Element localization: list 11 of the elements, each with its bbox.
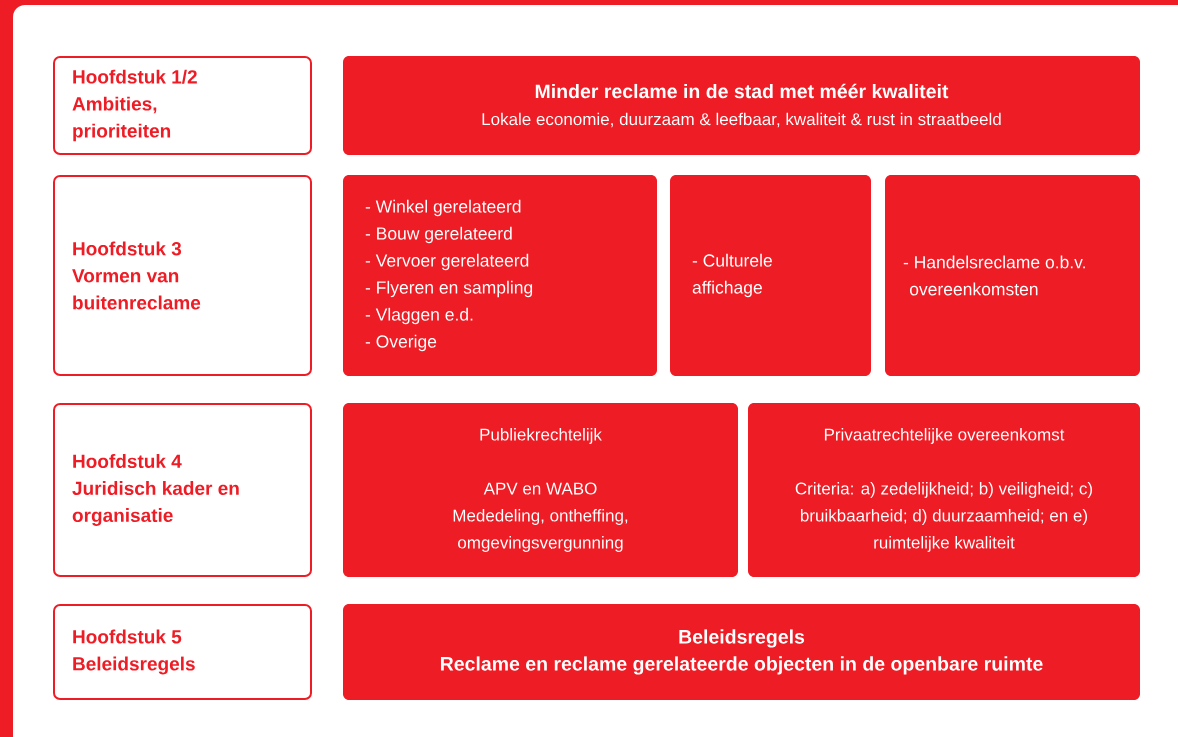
chapter-box: Hoofdstuk 5 Beleidsregels <box>53 604 312 700</box>
chapter-box: Hoofdstuk 1/2 Ambities, prioriteiten <box>53 56 312 155</box>
chapter-box: Hoofdstuk 3 Vormen van buitenreclame <box>53 175 312 376</box>
content-box: Publiekrechtelijk APV en WABO Mededeling, ontheffing, omgevingsvergunning <box>343 403 738 577</box>
chapter-box: Hoofdstuk 4 Juridisch kader en organisatie <box>53 403 312 577</box>
content-box: Privaatrechtelijke overeenkomst Criteria: a) zedelijkheid; b) veiligheid; c) bruikbaarheid; d) duurzaamheid; en e) ruimtelijke kwaliteit <box>748 403 1140 577</box>
content-box: Beleidsregels Reclame en reclame gerelateerde objecten in de openbare ruimte <box>343 604 1140 700</box>
content-box: - Handelsreclame o.b.v. overeenkomsten <box>885 175 1140 376</box>
content-box: - Culturele affichage <box>670 175 871 376</box>
content-box: Minder reclame in de stad met méér kwaliteit Lokale economie, duurzaam & leefbaar, kwaliteit & rust in straatbeeld <box>343 56 1140 155</box>
content-box: - Winkel gerelateerd - Bouw gerelateerd - Vervoer gerelateerd - Flyeren en sampling - Vlaggen e.d. - Overige <box>343 175 657 376</box>
